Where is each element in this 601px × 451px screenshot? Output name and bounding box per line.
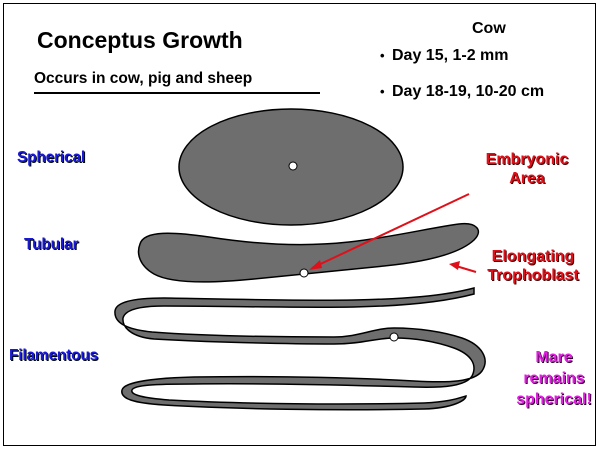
elongating-trophoblast-arrow xyxy=(456,266,476,272)
stage-label-tubular: Tubular xyxy=(24,236,78,254)
mare-line3: spherical! xyxy=(509,389,596,410)
cow-bullet-item: •Day 18-19, 10-20 cm xyxy=(380,83,544,101)
embryonic-area-line2: Area xyxy=(472,169,582,188)
slide: Conceptus Growth Occurs in cow, pig and … xyxy=(3,3,596,446)
cow-bullet-text: Day 18-19, 10-20 cm xyxy=(392,83,544,100)
embryonic-area-line1: Embryonic xyxy=(472,150,582,169)
bullet-icon: • xyxy=(380,48,392,63)
stage-label-filamentous: Filamentous xyxy=(9,347,98,365)
mare-line1: Mare xyxy=(509,347,596,368)
cow-heading: Cow xyxy=(472,20,506,38)
mare-note: Mare remains spherical! xyxy=(509,347,596,410)
slide-subtitle: Occurs in cow, pig and sheep xyxy=(34,70,252,88)
elongating-trophoblast-arrowhead xyxy=(449,261,460,270)
subtitle-underline xyxy=(34,92,320,94)
cow-bullet-item: •Day 15, 1-2 mm xyxy=(380,47,509,65)
bullet-icon: • xyxy=(380,84,392,99)
elongating-line2: Trophoblast xyxy=(478,266,588,285)
elongating-trophoblast-label: Elongating Trophoblast xyxy=(478,247,588,285)
embryonic-area-dot-spherical xyxy=(289,162,297,170)
embryonic-area-label: Embryonic Area xyxy=(472,150,582,188)
elongating-line1: Elongating xyxy=(478,247,588,266)
stage-label-spherical: Spherical xyxy=(17,149,85,167)
embryonic-area-dot-tubular xyxy=(300,269,308,277)
mare-line2: remains xyxy=(509,368,596,389)
cow-bullet-text: Day 15, 1-2 mm xyxy=(392,47,509,64)
slide-title: Conceptus Growth xyxy=(37,27,243,54)
embryonic-area-dot-filamentous xyxy=(390,333,398,341)
filamentous-conceptus xyxy=(115,288,485,410)
